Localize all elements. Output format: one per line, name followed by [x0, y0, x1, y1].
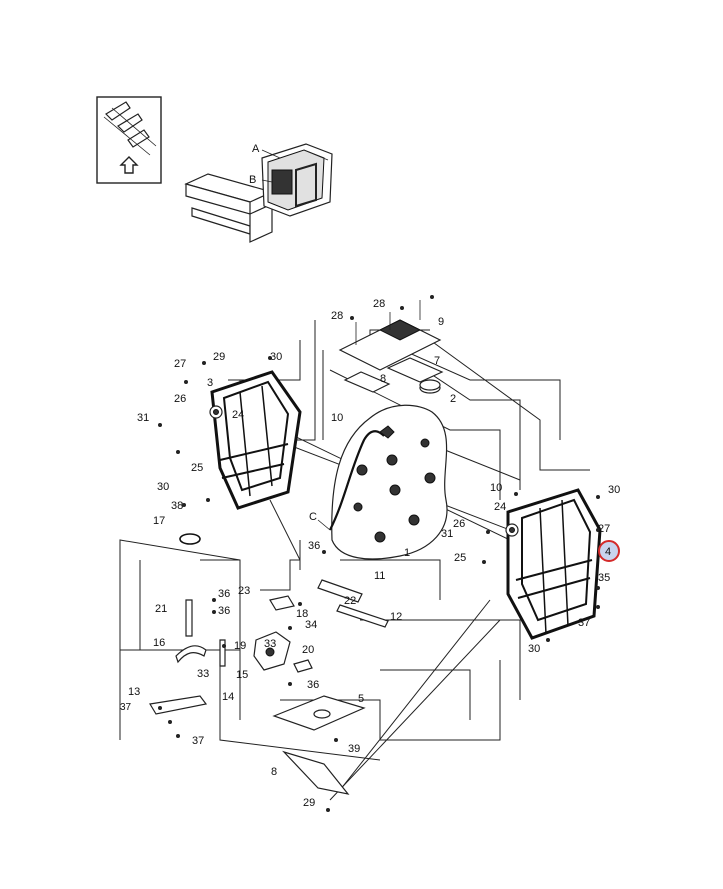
callout-30d: 30 — [528, 643, 540, 655]
lower-parts — [149, 533, 389, 795]
callout-28a: 28 — [373, 298, 385, 310]
callout-22: 22 — [344, 595, 356, 607]
orientation-inset — [96, 96, 162, 184]
callout-26a: 26 — [174, 393, 186, 405]
callout-16: 16 — [153, 637, 165, 649]
callout-14: 14 — [222, 691, 234, 703]
callout-31a: 31 — [137, 412, 149, 424]
callout-31b: 31 — [441, 528, 453, 540]
callout-10b: 10 — [490, 482, 502, 494]
callout-34: 34 — [305, 619, 317, 631]
left-door-frame — [209, 370, 302, 510]
callout-39: 39 — [348, 743, 360, 755]
right-door-frame — [505, 488, 602, 640]
callout-37a: 37 — [578, 617, 590, 629]
callout-36b: 36 — [218, 588, 230, 600]
callout-30b: 30 — [157, 481, 169, 493]
callout-24b: 24 — [494, 501, 506, 513]
callout-5: 5 — [358, 693, 364, 705]
callout-17: 17 — [153, 515, 165, 527]
callout-1: 1 — [404, 547, 410, 559]
callout-9: 9 — [438, 316, 444, 328]
callout-37c: 37 — [192, 735, 204, 747]
callout-30c: 30 — [608, 484, 620, 496]
up-arrow-icon — [119, 156, 139, 174]
callout-10a: 10 — [331, 412, 343, 424]
callout-28b: 28 — [331, 310, 343, 322]
callout-26b: 26 — [453, 518, 465, 530]
callout-23: 23 — [238, 585, 250, 597]
cab-overview: A B — [184, 143, 333, 243]
callout-27b: 27 — [598, 523, 610, 535]
callout-20: 20 — [302, 644, 314, 656]
callout-2: 2 — [450, 393, 456, 405]
callout-27a: 27 — [174, 358, 186, 370]
top-plates — [338, 300, 444, 394]
bolts — [158, 295, 600, 812]
label-b: B — [249, 174, 256, 186]
callout-30a: 30 — [270, 351, 282, 363]
callout-12: 12 — [390, 611, 402, 623]
callout-8a: 8 — [380, 373, 386, 385]
callout-36d: 36 — [307, 679, 319, 691]
callout-36c: 36 — [218, 605, 230, 617]
callout-29: 29 — [213, 351, 225, 363]
callout-35: 35 — [598, 572, 610, 584]
label-a: A — [252, 143, 260, 155]
callout-4[interactable]: 4 — [605, 546, 611, 558]
callout-19: 19 — [234, 640, 246, 652]
callout-labels: 28 28 9 29 30 7 27 3 8 2 26 24 10 31 25 … — [120, 298, 620, 809]
callout-15: 15 — [236, 669, 248, 681]
callout-36a: 36 — [308, 540, 320, 552]
callout-8b: 8 — [271, 766, 277, 778]
callout-18: 18 — [296, 608, 308, 620]
callout-37b: 37 — [120, 702, 132, 713]
callout-4-highlight[interactable]: 4 — [598, 540, 620, 562]
callout-7: 7 — [434, 355, 440, 367]
callout-33a: 33 — [197, 668, 209, 680]
callout-3: 3 — [207, 377, 213, 389]
callout-38: 38 — [171, 500, 183, 512]
callout-29b: 29 — [303, 797, 315, 809]
callout-25b: 25 — [454, 552, 466, 564]
machine-top-view-icon — [103, 101, 157, 156]
callout-33b: 33 — [264, 638, 276, 650]
callout-25a: 25 — [191, 462, 203, 474]
callout-c: C — [309, 511, 317, 523]
callout-21: 21 — [155, 603, 167, 615]
rear-panel — [317, 404, 448, 560]
callout-24a: 24 — [232, 409, 244, 421]
callout-11: 11 — [374, 570, 385, 582]
callout-13: 13 — [128, 686, 140, 698]
